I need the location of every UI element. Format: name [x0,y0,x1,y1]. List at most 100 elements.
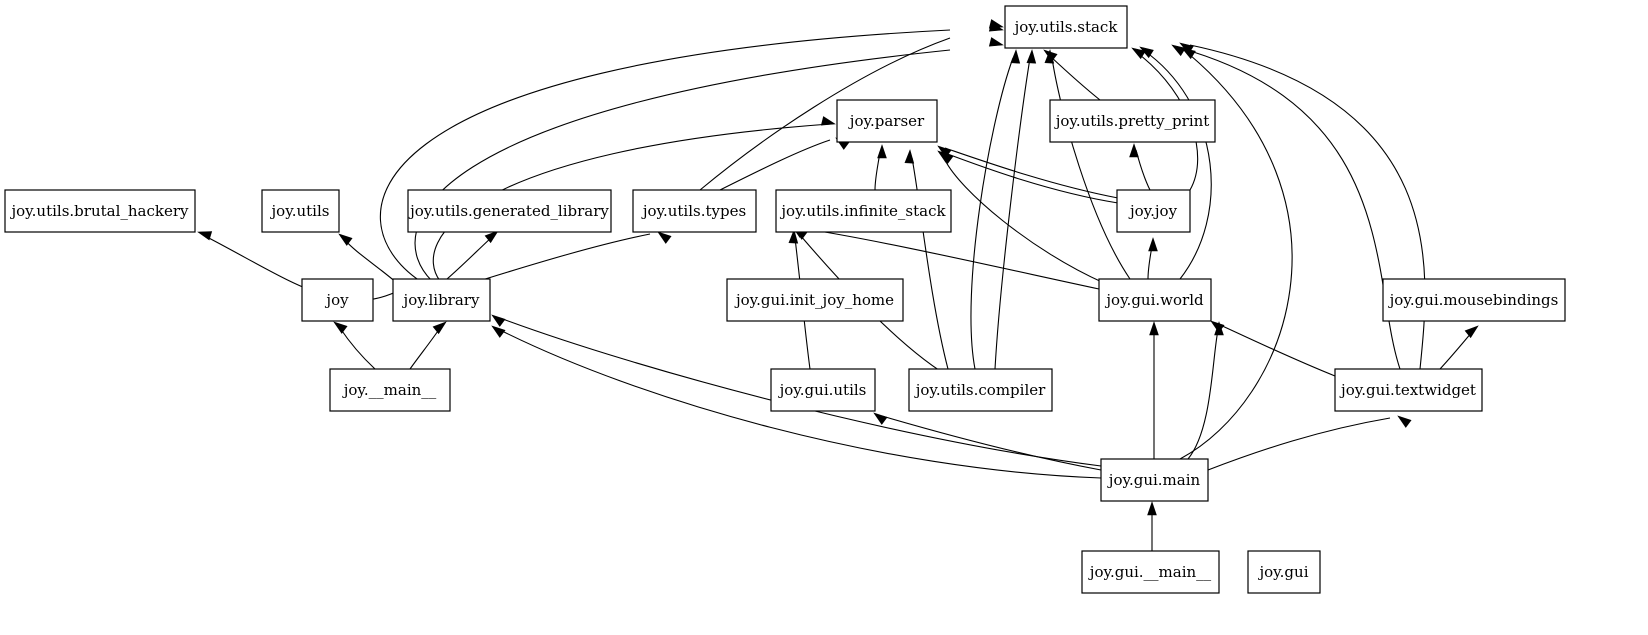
node-label: joy.utils.compiler [914,381,1046,399]
edge-arrowhead [877,144,887,159]
graph-node-joy-gui-main[interactable]: joy.gui.main [1100,458,1209,502]
node-box[interactable] [726,278,904,322]
graph-edge [874,144,887,191]
graph-edge [994,49,1037,370]
edge-line [1207,417,1391,471]
edge-line [881,415,1102,471]
node-box[interactable] [407,189,612,233]
node-box[interactable] [836,99,938,143]
graph-edge [1207,415,1412,471]
node-label: joy.utils.stack [1013,18,1119,36]
graph-edge [491,325,1102,479]
graph-edge [699,22,1004,191]
graph-node-joy-gui-init-joy-home[interactable]: joy.gui.init_joy_home [726,278,904,322]
graph-node-joy-utils-stack[interactable]: joy.utils.stack [1004,5,1128,49]
node-label: joy.utils.generated_library [408,202,609,220]
edge-arrowhead [1397,415,1412,428]
node-box[interactable] [392,278,491,322]
node-label: joy.__main__ [342,381,437,399]
edge-line [1187,329,1219,460]
edge-arrowhead [939,151,954,164]
edge-line [1217,323,1336,377]
edge-arrowhead [788,229,799,244]
graph-node-joy-gui[interactable]: joy.gui [1247,550,1321,594]
node-label: joy.gui.mousebindings [1388,291,1559,309]
edge-line [344,239,399,285]
edge-arrowhead [1210,320,1225,333]
edge-line [719,139,831,191]
edge-line [1049,55,1101,101]
node-box[interactable] [770,368,876,412]
node-label: joy.gui.__main__ [1088,563,1212,581]
node-label: joy.gui.init_joy_home [734,291,894,309]
edge-arrowhead [1026,49,1037,64]
graph-node-joy-utils[interactable]: joy.utils [261,189,340,233]
graph-node-joy-utils-infinite-stack[interactable]: joy.utils.infinite_stack [775,189,952,233]
node-box[interactable] [261,189,340,233]
graph-node-joy-gui-textwidget[interactable]: joy.gui.textwidget [1334,368,1483,412]
graph-node-joy-utils-pretty-print[interactable]: joy.utils.pretty_print [1049,99,1216,143]
graph-edge [446,230,499,280]
node-box[interactable] [908,368,1053,412]
edge-line [481,233,651,281]
node-label: joy.gui [1258,563,1309,581]
graph-edge [1149,321,1159,459]
graph-node-joy-utils-types[interactable]: joy.utils.types [632,189,757,233]
edge-line [499,329,1102,479]
graph-edge [1210,320,1336,377]
graph-node-joy-parser[interactable]: joy.parser [836,99,938,143]
node-label: joy.utils.pretty_print [1054,112,1210,130]
node-box[interactable] [632,189,757,233]
edge-line [944,159,1105,284]
graph-edge [409,321,447,370]
graph-node-joy-joy[interactable]: joy.joy [1116,189,1191,233]
graph-node-joy-utils-brutal-hackery[interactable]: joy.utils.brutal_hackery [4,189,196,233]
edge-arrowhead [657,231,672,244]
graph-node-joy---main--[interactable]: joy.__main__ [329,368,451,412]
edge-line [699,37,951,191]
graph-edge [719,137,850,191]
node-label: joy.utils.types [641,202,746,220]
graph-node-joy-gui-world[interactable]: joy.gui.world [1098,278,1212,322]
graph-node-joy[interactable]: joy [301,278,374,322]
graph-node-joy-gui-utils[interactable]: joy.gui.utils [770,368,876,412]
graph-node-joy-gui-mousebindings[interactable]: joy.gui.mousebindings [1382,278,1566,322]
node-box[interactable] [1081,550,1220,594]
node-box[interactable] [1004,5,1128,49]
graph-node-joy-utils-generated-library[interactable]: joy.utils.generated_library [407,189,612,233]
node-box[interactable] [1100,458,1209,502]
node-box[interactable] [1247,550,1321,594]
edge-arrowhead [1464,325,1479,339]
graph-node-joy-gui---main--[interactable]: joy.gui.__main__ [1081,550,1220,594]
edge-arrowhead [1129,143,1139,158]
graph-edge [1179,42,1426,370]
node-label: joy.parser [848,112,925,130]
node-box[interactable] [1049,99,1216,143]
graph-edge [1139,46,1212,280]
graph-edge [1147,501,1157,551]
node-box[interactable] [1334,368,1483,412]
edges-layer [197,19,1479,551]
node-box[interactable] [775,189,952,233]
edge-arrowhead [1147,501,1157,516]
edge-line [414,49,951,282]
graph-edge [1439,325,1479,370]
node-label: joy.gui.world [1104,291,1204,309]
graph-edge [970,49,1021,370]
node-box[interactable] [4,189,196,233]
edge-arrowhead [820,116,836,126]
edge-arrowhead [1171,44,1186,57]
node-box[interactable] [1098,278,1212,322]
graph-edge [481,231,672,281]
edge-arrowhead [333,321,348,334]
node-label: joy.gui.utils [778,381,867,399]
graph-node-joy-library[interactable]: joy.library [392,278,491,322]
edge-arrowhead [197,231,213,241]
node-box[interactable] [1116,189,1191,233]
node-box[interactable] [329,368,451,412]
node-box[interactable] [1382,278,1566,322]
node-label: joy.joy [1128,202,1178,220]
node-box[interactable] [301,278,374,322]
graph-node-joy-utils-compiler[interactable]: joy.utils.compiler [908,368,1053,412]
